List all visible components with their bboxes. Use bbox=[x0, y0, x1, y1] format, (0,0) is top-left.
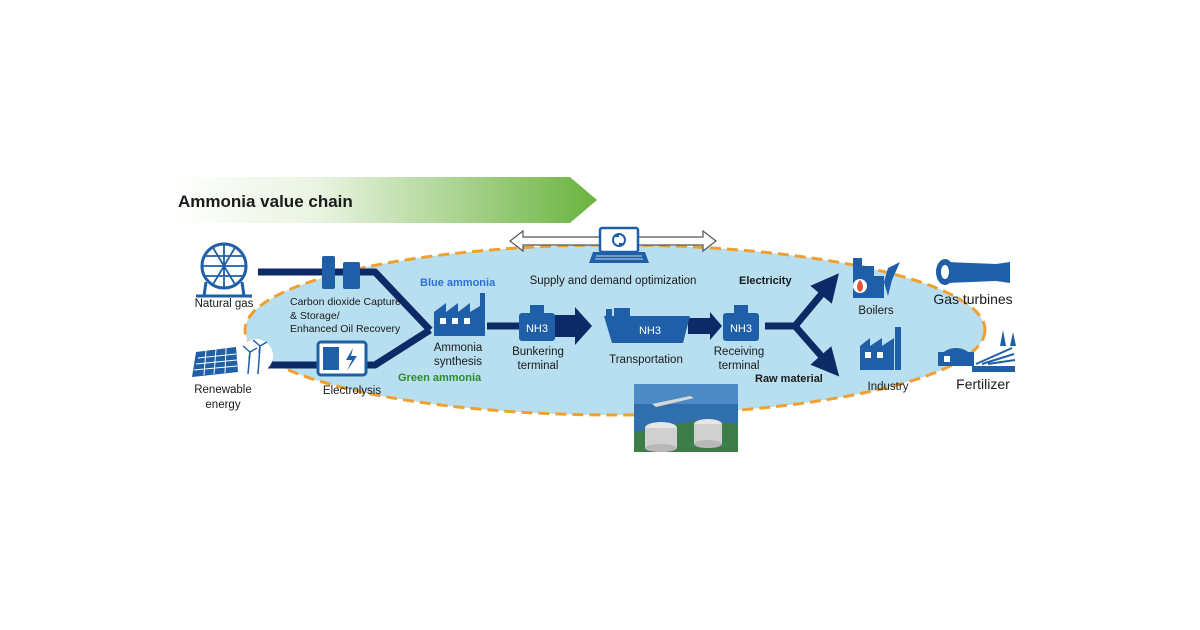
renewable-label-line1: Renewable bbox=[194, 384, 252, 396]
bunkering-to-ship-arrow bbox=[555, 307, 592, 345]
transportation-label: Transportation bbox=[609, 354, 683, 366]
raw-material-branch bbox=[792, 323, 840, 377]
gas-turbines-label: Gas turbines bbox=[933, 291, 1012, 307]
industry-factory-icon bbox=[860, 327, 901, 370]
renewable-label-line2: energy bbox=[205, 399, 240, 411]
nh3-label-receiving: NH3 bbox=[730, 323, 752, 335]
terminal-photo bbox=[634, 384, 738, 452]
blue-ammonia-label: Blue ammonia bbox=[420, 277, 496, 289]
banner-arrow bbox=[168, 177, 597, 223]
receiving-label-line1: Receiving bbox=[714, 346, 765, 358]
industry-label: Industry bbox=[868, 381, 909, 393]
ccs-label-line3: Enhanced Oil Recovery bbox=[290, 323, 401, 335]
optimization-label: Supply and demand optimization bbox=[530, 275, 697, 287]
natural-gas-tank-icon bbox=[196, 242, 252, 298]
ship-to-receiving-arrow bbox=[688, 312, 722, 340]
electrolysis-icon bbox=[316, 340, 368, 377]
receiving-label-line2: terminal bbox=[719, 360, 760, 372]
co2-capture-icon bbox=[322, 256, 360, 289]
natural-gas-label: Natural gas bbox=[195, 298, 254, 310]
green-feed-line bbox=[258, 327, 432, 369]
banner: Ammonia value chain bbox=[168, 177, 597, 223]
farm-icon bbox=[938, 330, 1016, 372]
laptop-icon bbox=[589, 226, 649, 263]
synthesis-label-line2: synthesis bbox=[434, 356, 482, 368]
synthesis-label-line1: Ammonia bbox=[434, 342, 483, 354]
bunkering-label-line2: terminal bbox=[518, 360, 559, 372]
electrolysis-label: Electrolysis bbox=[323, 385, 381, 397]
factory-icon bbox=[434, 293, 485, 336]
ccs-label-line2: & Storage/ bbox=[290, 310, 340, 322]
bunkering-label-line1: Bunkering bbox=[512, 346, 564, 358]
electricity-branch bbox=[792, 273, 839, 329]
boiler-icon bbox=[853, 258, 900, 298]
raw-material-label: Raw material bbox=[755, 373, 823, 385]
ccs-label-line1: Carbon dioxide Capture bbox=[290, 296, 401, 308]
green-ammonia-label: Green ammonia bbox=[398, 372, 482, 384]
bunkering-tank-icon: NH3 bbox=[519, 305, 555, 341]
nh3-label-bunkering: NH3 bbox=[526, 323, 548, 335]
renewable-energy-icon bbox=[192, 339, 273, 377]
optimization-arrow bbox=[509, 226, 717, 263]
boilers-label: Boilers bbox=[858, 305, 893, 317]
nh3-label-ship: NH3 bbox=[639, 325, 661, 337]
flow-lines bbox=[258, 268, 840, 377]
gas-turbine-icon bbox=[936, 259, 1010, 285]
electricity-label: Electricity bbox=[739, 275, 792, 287]
ship-icon: NH3 bbox=[604, 308, 690, 343]
blue-feed-line bbox=[258, 268, 433, 333]
fertilizer-label: Fertilizer bbox=[956, 376, 1010, 392]
banner-title: Ammonia value chain bbox=[178, 192, 353, 211]
receiving-tank-icon: NH3 bbox=[723, 305, 759, 341]
